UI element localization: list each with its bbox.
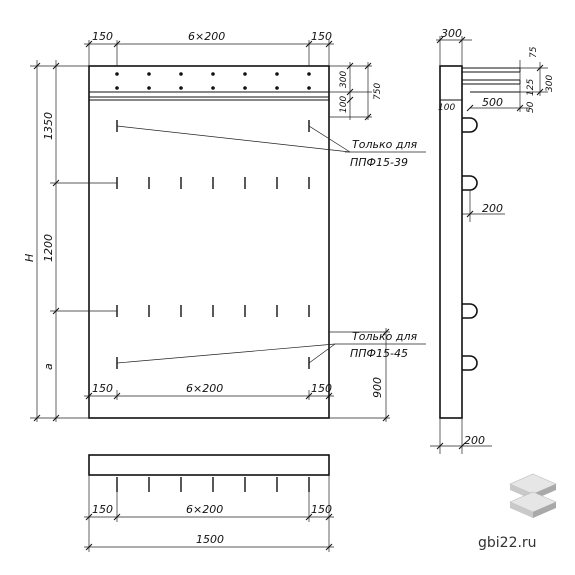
- note1-line1: Только для: [352, 138, 417, 151]
- svg-text:6×200: 6×200: [186, 503, 223, 516]
- site-logo-icon: [509, 473, 557, 518]
- bottom-anchor-marks: [116, 343, 336, 369]
- svg-text:150: 150: [92, 382, 113, 395]
- svg-text:6×200: 6×200: [188, 30, 225, 43]
- note1-line2: ППФ15-39: [350, 156, 408, 169]
- svg-text:150: 150: [311, 30, 332, 43]
- svg-text:300: 300: [441, 27, 462, 40]
- note2-line2: ППФ15-45: [350, 347, 408, 360]
- svg-text:100: 100: [438, 103, 455, 113]
- front-top-dimension: 150 6×200 150: [84, 30, 334, 66]
- front-bottom-dimension: 150 6×200 150: [84, 382, 334, 418]
- lower-anchor-marks: [116, 305, 310, 317]
- svg-text:200: 200: [482, 202, 503, 215]
- plan-dimension: 150 6×200 150 1500: [84, 475, 334, 552]
- top-anchor-marks: [116, 120, 351, 153]
- svg-text:100: 100: [339, 96, 349, 113]
- svg-text:300: 300: [339, 71, 349, 88]
- side-loops: [462, 117, 478, 371]
- svg-text:150: 150: [311, 382, 332, 395]
- svg-text:1200: 1200: [42, 234, 55, 262]
- plan-outline: [88, 454, 330, 476]
- svg-text:150: 150: [311, 503, 332, 516]
- side-panel-outline: [439, 65, 463, 419]
- front-panel-outline: [88, 65, 330, 419]
- front-right-dimension: 300 750 100 900: [329, 62, 390, 422]
- svg-text:750: 750: [373, 83, 383, 100]
- site-watermark: gbi22.ru: [478, 535, 537, 551]
- svg-text:6×200: 6×200: [186, 382, 223, 395]
- svg-text:200: 200: [464, 434, 485, 447]
- svg-text:300: 300: [545, 75, 555, 92]
- side-top-bars: [462, 67, 521, 93]
- hole-grid: [115, 72, 311, 90]
- mid-anchor-marks: [116, 177, 310, 189]
- svg-text:1500: 1500: [196, 533, 224, 546]
- svg-text:75: 75: [529, 46, 539, 58]
- svg-text:1350: 1350: [42, 112, 55, 140]
- note2-line1: Только для: [352, 330, 417, 343]
- svg-text:500: 500: [482, 96, 503, 109]
- side-dimensions: 300 75 300 125 500 50 100 200: [430, 27, 555, 454]
- svg-text:H: H: [23, 254, 36, 262]
- plan-anchor-marks: [116, 477, 310, 492]
- plan-view: 150 6×200 150 1500: [84, 454, 334, 552]
- svg-text:a: a: [42, 363, 55, 370]
- front-view: Только для ППФ15-39 Только для ППФ15-45 …: [23, 30, 426, 422]
- svg-text:50: 50: [526, 101, 536, 113]
- svg-text:150: 150: [92, 30, 113, 43]
- front-left-dimension: H 1350 1200 a: [23, 60, 117, 422]
- side-view: 300 75 300 125 500 50 100 200: [430, 27, 555, 454]
- svg-text:900: 900: [371, 377, 384, 398]
- svg-text:125: 125: [526, 79, 536, 96]
- svg-text:150: 150: [92, 503, 113, 516]
